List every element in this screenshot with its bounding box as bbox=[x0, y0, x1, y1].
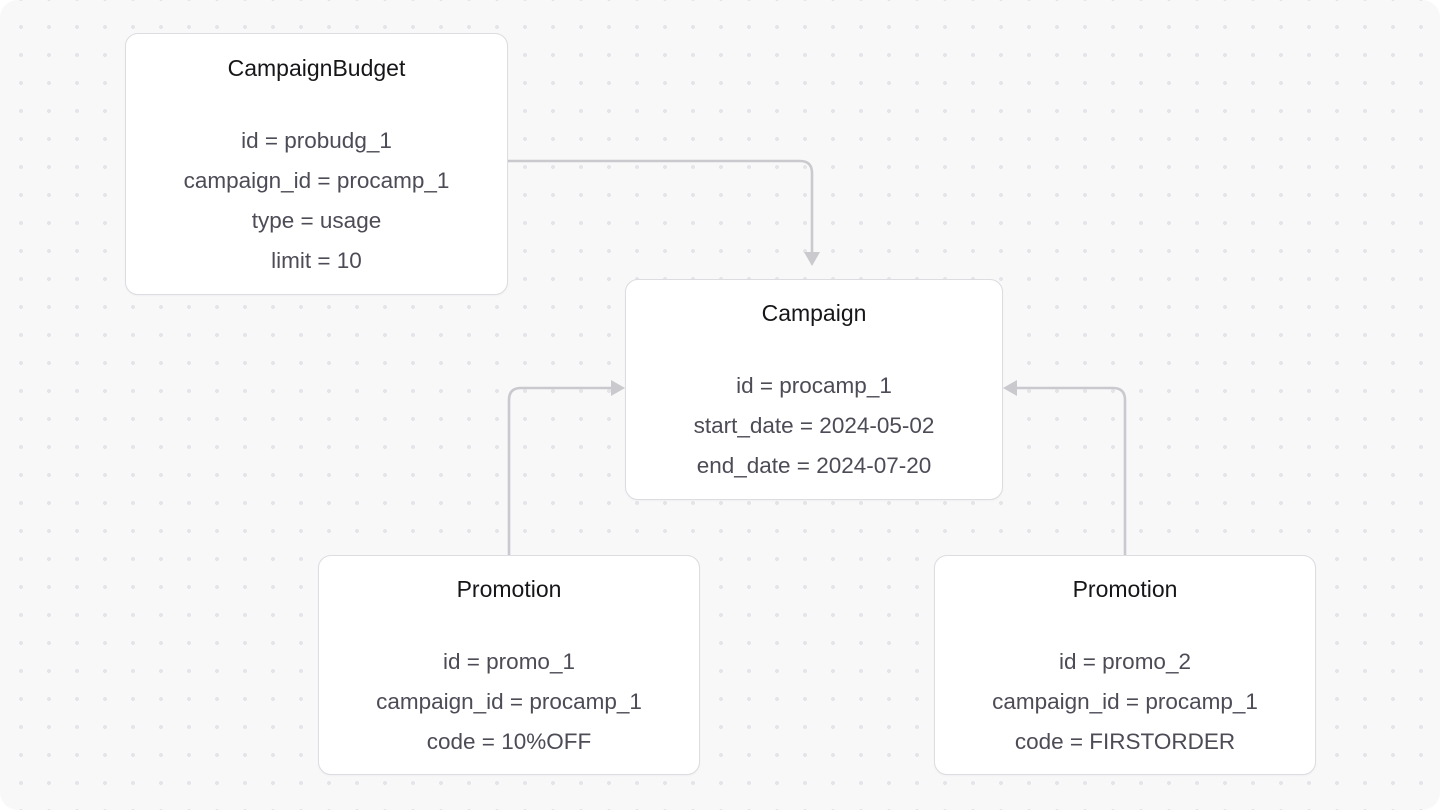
node-promotion-2[interactable]: Promotion id = promo_2 campaign_id = pro… bbox=[934, 555, 1316, 775]
node-attributes: id = promo_1 campaign_id = procamp_1 cod… bbox=[319, 642, 699, 762]
node-attribute: campaign_id = procamp_1 bbox=[183, 168, 450, 193]
node-attributes: id = procamp_1 start_date = 2024-05-02 e… bbox=[626, 366, 1002, 486]
node-title: CampaignBudget bbox=[227, 55, 406, 81]
node-attribute: id = procamp_1 bbox=[736, 373, 892, 398]
node-attributes: id = promo_2 campaign_id = procamp_1 cod… bbox=[935, 642, 1315, 762]
node-attribute: start_date = 2024-05-02 bbox=[693, 413, 935, 438]
node-attribute: type = usage bbox=[251, 208, 382, 233]
node-attribute: campaign_id = procamp_1 bbox=[376, 689, 642, 714]
node-attribute: code = FIRSTORDER bbox=[1014, 729, 1236, 754]
node-title: Campaign bbox=[761, 300, 867, 326]
node-attributes: id = probudg_1 campaign_id = procamp_1 t… bbox=[126, 121, 507, 281]
node-attribute: limit = 10 bbox=[271, 248, 362, 273]
edge-promotion1-to-campaign bbox=[507, 380, 625, 555]
node-promotion-1[interactable]: Promotion id = promo_1 campaign_id = pro… bbox=[318, 555, 700, 775]
node-attribute: campaign_id = procamp_1 bbox=[992, 689, 1258, 714]
node-campaignbudget[interactable]: CampaignBudget id = probudg_1 campaign_i… bbox=[125, 33, 508, 295]
edge-promotion2-to-campaign bbox=[1003, 380, 1127, 555]
node-attribute: id = probudg_1 bbox=[241, 128, 392, 153]
node-attribute: code = 10%OFF bbox=[426, 729, 592, 754]
edge-budget-to-campaign bbox=[508, 159, 820, 266]
node-attribute: id = promo_1 bbox=[443, 649, 575, 674]
node-title: Promotion bbox=[1072, 576, 1178, 602]
node-attribute: end_date = 2024-07-20 bbox=[696, 453, 932, 478]
node-title: Promotion bbox=[456, 576, 562, 602]
node-campaign[interactable]: Campaign id = procamp_1 start_date = 202… bbox=[625, 279, 1003, 500]
node-attribute: id = promo_2 bbox=[1059, 649, 1191, 674]
